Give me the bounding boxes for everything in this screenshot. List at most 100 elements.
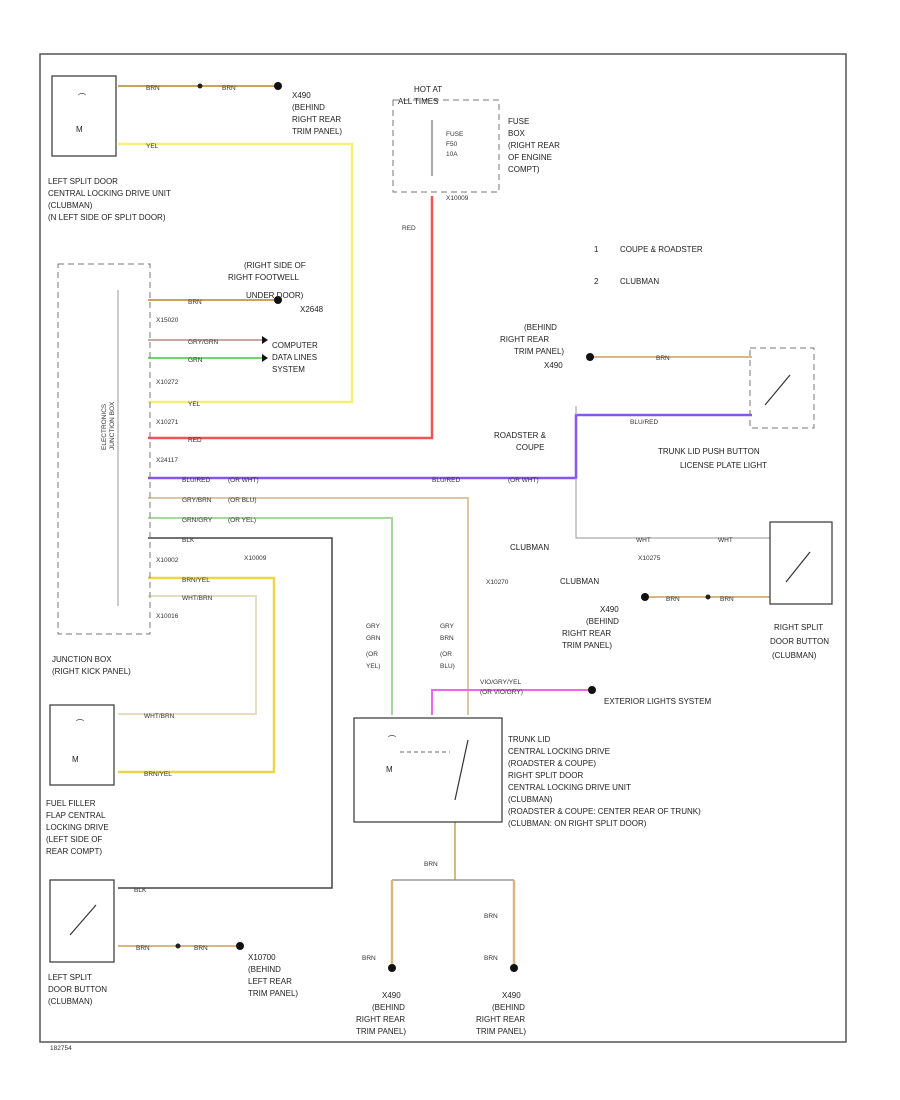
- ground-top-left: [274, 82, 282, 90]
- lsplit-wire-brn-1: BRN: [136, 945, 150, 952]
- jb-wire-cr-wht: (OR WHT): [228, 477, 259, 484]
- conn-x10270: X10270: [486, 579, 509, 586]
- motor-icon-3: M: [386, 765, 393, 774]
- left-split-door-label: LEFT SPLIT DOOR CENTRAL LOCKING DRIVE UN…: [48, 177, 173, 222]
- arrow-data-1: [262, 336, 268, 344]
- jb-wire-cr-yel: (OR YEL): [228, 517, 256, 524]
- switch-icon-4: [454, 739, 469, 801]
- wire-wht-brn: [118, 595, 257, 715]
- v-left-label: GRY GRN (OR YEL): [366, 623, 382, 670]
- jb-wire-brn: BRN: [188, 299, 202, 306]
- jb-conn-x10271: X10271: [156, 419, 179, 426]
- jb-wire-blk: BLK: [182, 537, 195, 544]
- wire-label-red: RED: [402, 225, 416, 232]
- fuel-wire-brn-yel: BRN/YEL: [144, 771, 172, 778]
- lsplit-wire-brn-2: BRN: [194, 945, 208, 952]
- legend-text-1: COUPE & ROADSTER: [620, 245, 703, 254]
- fuel-wire-wht-brn: WHT/BRN: [144, 713, 175, 720]
- jb-conn-x10002: X10002: [156, 557, 179, 564]
- wire-label-brn-1: BRN: [146, 85, 160, 92]
- wire-vio: [431, 689, 588, 715]
- wire-label-cr-vio: (OR VIO/GRY): [480, 689, 523, 696]
- wire-brn-yel: [118, 576, 276, 774]
- wire-wht-clubman: [575, 478, 770, 539]
- jb-conn-x24117: X24117: [156, 457, 178, 464]
- ground-bottom-2-label: X490 (BEHIND RIGHT REAR TRIM PANEL): [476, 991, 527, 1036]
- clubman-wire-wht-1: WHT: [636, 537, 651, 544]
- wire-blk: [118, 537, 333, 889]
- splice-rsplit: [705, 594, 711, 600]
- left-split-button-label: LEFT SPLIT DOOR BUTTON (CLUBMAN): [48, 973, 109, 1006]
- ground-lsplit: [236, 942, 244, 950]
- jb-wire-yel: YEL: [188, 401, 201, 408]
- legend-num-1: 1: [594, 245, 599, 254]
- clubman-wire-wht-2: WHT: [718, 537, 733, 544]
- ground-footwell: [274, 296, 282, 304]
- wire-label-cr-wht-2: (OR WHT): [508, 477, 539, 484]
- wire-label-brn-2: BRN: [222, 85, 236, 92]
- ground-rsplit: [641, 593, 649, 601]
- g2-wire-brn-2: BRN: [484, 955, 498, 962]
- ground-footwell-label: (RIGHT SIDE OF RIGHT FOOTWELL UNDER DOOR…: [228, 261, 324, 314]
- g1-wire-brn: BRN: [362, 955, 376, 962]
- motor-icon-2: M: [72, 755, 79, 764]
- right-split-button-label: RIGHT SPLIT DOOR BUTTON (CLUBMAN): [770, 623, 831, 660]
- jb-wire-grn: GRN: [188, 357, 203, 364]
- splice-top: [197, 83, 203, 89]
- fuse-box-label: FUSE BOX (RIGHT REAR OF ENGINE COMPT): [508, 117, 562, 174]
- ground-lsplit-label: X10700 (BEHIND LEFT REAR TRIM PANEL): [248, 953, 298, 998]
- jb-wire-gry-brn: GRY/BRN: [182, 497, 212, 504]
- arrow-data-2: [262, 354, 268, 362]
- jb-wire-brn-yel: BRN/YEL: [182, 577, 210, 584]
- rsplit-wire-brn-1: BRN: [666, 596, 680, 603]
- ground-bottom-1-label: X490 (BEHIND RIGHT REAR TRIM PANEL): [356, 991, 407, 1036]
- trunk-wire-brn: BRN: [656, 355, 670, 362]
- right-split-button-box: [769, 521, 833, 605]
- ground-trunk: [586, 353, 594, 361]
- arrow-exterior: [588, 686, 596, 694]
- left-split-button-box: [49, 879, 115, 963]
- jb-conn-x10016: X10016: [156, 613, 179, 620]
- jb-wire-wht-brn: WHT/BRN: [182, 595, 213, 602]
- wire-gry-brn: [148, 497, 469, 715]
- wire-label-yel: YEL: [146, 143, 159, 150]
- jb-wire-gry-grn: GRY/GRN: [188, 339, 219, 346]
- motor-symbol-1: ⌒: [78, 93, 86, 102]
- wire-red: [148, 196, 434, 440]
- exterior-lights-label: EXTERIOR LIGHTS SYSTEM: [604, 697, 711, 706]
- clubman-label-2: CLUBMAN: [560, 577, 599, 586]
- wire-yel: [118, 142, 354, 404]
- wire-label-blu-red-2: BLU/RED: [432, 477, 460, 484]
- conn-x10275: X10275: [638, 555, 661, 562]
- ground-trunk-label: (BEHIND RIGHT REAR TRIM PANEL) X490: [500, 323, 566, 370]
- splice-lsplit: [175, 943, 181, 949]
- trunk-push-button-label: TRUNK LID PUSH BUTTON LICENSE PLATE LIGH…: [658, 447, 767, 470]
- trunk-wire-blu-red: BLU/RED: [630, 419, 658, 426]
- electronics-vertical-label: ELECTRONICS JUNCTION BOX: [101, 401, 116, 450]
- ground-bottom-2: [510, 964, 518, 972]
- jb-wire-red: RED: [188, 437, 202, 444]
- switch-icon-2: [764, 374, 791, 406]
- jb-wire-grn-gry: GRN/GRY: [182, 517, 213, 524]
- legend-num-2: 2: [594, 277, 599, 286]
- motor-icon-1: M: [76, 125, 83, 134]
- fuse-box-outline: [392, 99, 500, 193]
- trunk-push-button-box: [749, 347, 815, 429]
- legend-text-2: CLUBMAN: [620, 277, 659, 286]
- roadster-coupe-label: ROADSTER & COUPE: [494, 431, 548, 452]
- g2-wire-brn-1: BRN: [484, 913, 498, 920]
- wire-blu-red: [148, 413, 752, 480]
- diagram-frame: [39, 53, 847, 1043]
- trunk-drive-label: TRUNK LID CENTRAL LOCKING DRIVE (ROADSTE…: [508, 735, 703, 828]
- ground-top-left-label: X490 (BEHIND RIGHT REAR TRIM PANEL): [292, 91, 343, 136]
- drive-wire-brn: BRN: [424, 861, 438, 868]
- junction-box-outline: [57, 263, 151, 635]
- footer-code: 182754: [50, 1045, 72, 1052]
- motor-symbol-3: ⌒: [388, 735, 396, 744]
- wire-label-vio: VIO/GRY/YEL: [480, 679, 521, 686]
- junction-box-label: JUNCTION BOX (RIGHT KICK PANEL): [52, 655, 131, 676]
- jb-wire-cr-blu: (OR BLU): [228, 497, 257, 504]
- connector-x10026: X10009: [446, 195, 469, 202]
- jb-conn-x10009: X10009: [244, 555, 267, 562]
